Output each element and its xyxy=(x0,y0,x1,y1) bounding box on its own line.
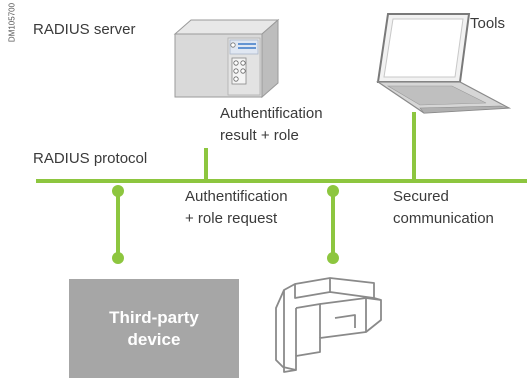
auth-result-label-line2: result + role xyxy=(220,127,299,144)
auth-request-label-line1: Authentification xyxy=(185,188,288,205)
radius-server-icon xyxy=(173,18,280,99)
laptop-icon xyxy=(376,13,512,114)
relay-top-dot xyxy=(327,185,339,197)
third-party-bottom-dot xyxy=(112,252,124,264)
auth-result-label-line1: Authentification xyxy=(220,105,323,122)
secured-communication-line1: Secured xyxy=(393,188,449,205)
tools-label: Tools xyxy=(470,15,506,32)
secured-communication-line2: communication xyxy=(393,210,494,227)
third-party-device-box: Third-party device xyxy=(69,279,239,378)
relay-bottom-dot xyxy=(327,252,339,264)
third-party-device-label: Third-party device xyxy=(109,307,199,349)
third-party-top-dot xyxy=(112,185,124,197)
radius-protocol-label: RADIUS protocol xyxy=(33,150,148,167)
auth-request-label-line2: + role request xyxy=(185,210,278,227)
radius-server-label: RADIUS server xyxy=(33,21,136,38)
relay-device-icon xyxy=(275,277,382,373)
